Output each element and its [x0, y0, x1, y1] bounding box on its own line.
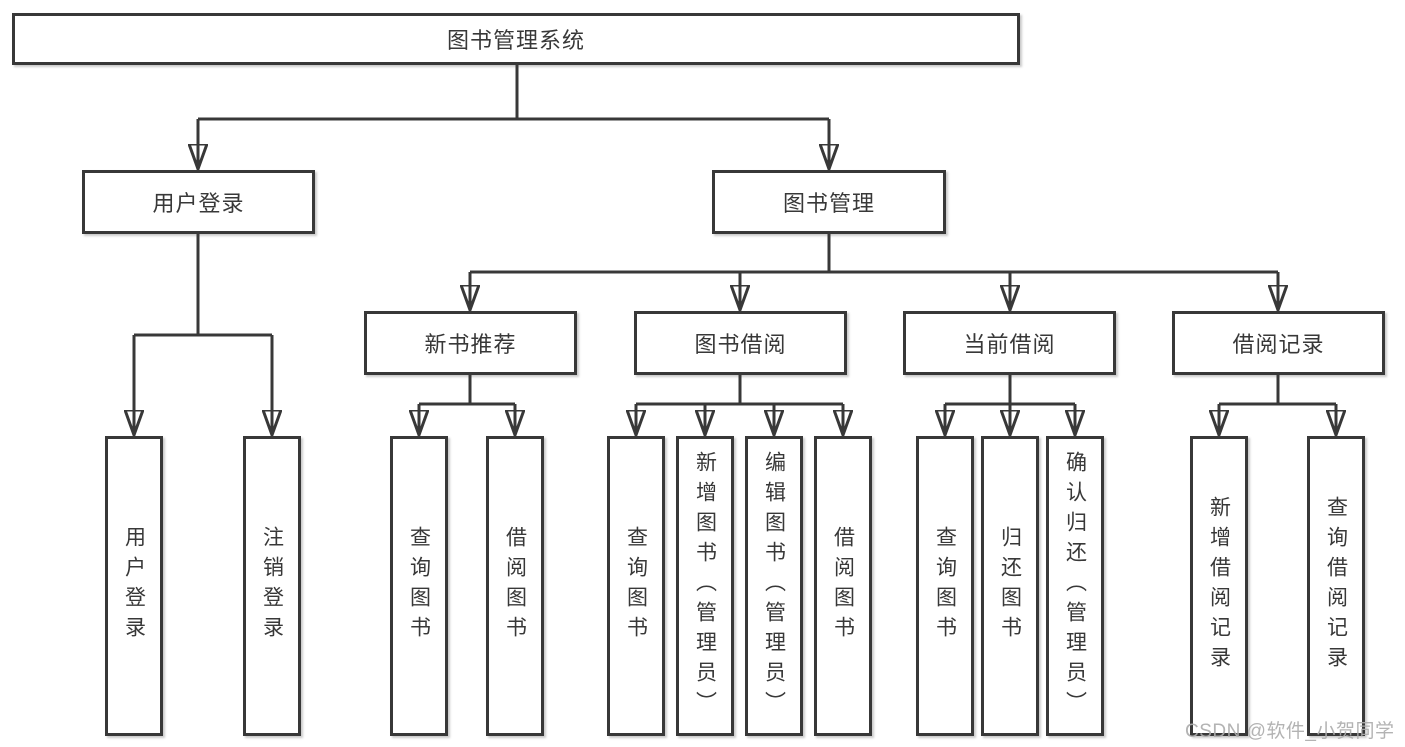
- node-label: 借阅记录: [1232, 332, 1325, 357]
- node-current-borrowing: 当前借阅: [903, 311, 1116, 375]
- node-label: 新增借阅记录: [1207, 496, 1231, 676]
- node-label: 用户登录: [152, 191, 245, 216]
- leaf-current-return-book: 归还图书: [981, 436, 1039, 736]
- node-label: 新书推荐: [424, 332, 517, 357]
- connector-current-borrowing-to-children: [945, 375, 1075, 435]
- leaf-recommend-query-book: 查询图书: [390, 436, 448, 736]
- node-book-management: 图书管理: [712, 170, 946, 234]
- node-book-borrowing: 图书借阅: [634, 311, 847, 375]
- node-label: 查询图书: [933, 526, 957, 646]
- node-new-book-recommendation: 新书推荐: [364, 311, 577, 375]
- leaf-borrowing-edit-book-admin: 编辑图书（管理员）: [745, 436, 803, 736]
- node-label: 图书借阅: [694, 332, 787, 357]
- connector-borrowing-to-children: [636, 375, 843, 435]
- connector-book-management-to-children: [470, 234, 1278, 310]
- node-label: 借阅图书: [831, 526, 855, 646]
- node-label: 查询图书: [407, 526, 431, 646]
- leaf-records-query-record: 查询借阅记录: [1307, 436, 1365, 736]
- leaf-records-add-record: 新增借阅记录: [1190, 436, 1248, 736]
- leaf-borrowing-borrow-book: 借阅图书: [814, 436, 872, 736]
- node-label: 查询借阅记录: [1324, 496, 1348, 676]
- connector-recommendation-to-children: [419, 375, 515, 435]
- watermark-csdn: CSDN @软件_小贺同学: [1185, 721, 1395, 742]
- leaf-user-login: 用户登录: [105, 436, 163, 736]
- node-label: 图书管理: [782, 191, 875, 216]
- connector-user-login-to-children: [134, 234, 272, 435]
- connector-root-to-children: [198, 65, 829, 169]
- node-label: 图书管理系统: [446, 28, 585, 53]
- leaf-recommend-borrow-book: 借阅图书: [486, 436, 544, 736]
- leaf-borrowing-add-book-admin: 新增图书（管理员）: [676, 436, 734, 736]
- node-label: 新增图书（管理员）: [693, 451, 717, 721]
- leaf-current-confirm-return-admin: 确认归还（管理员）: [1046, 436, 1104, 736]
- node-label: 当前借阅: [963, 332, 1056, 357]
- node-label: 查询图书: [624, 526, 648, 646]
- leaf-borrowing-query-book: 查询图书: [607, 436, 665, 736]
- node-user-login: 用户登录: [82, 170, 315, 234]
- node-label: 确认归还（管理员）: [1063, 451, 1087, 721]
- node-label: 借阅图书: [503, 526, 527, 646]
- node-label: 注销登录: [260, 526, 284, 646]
- node-library-system: 图书管理系统: [12, 13, 1020, 65]
- node-label: 用户登录: [122, 526, 146, 646]
- node-borrowing-records: 借阅记录: [1172, 311, 1385, 375]
- leaf-logout: 注销登录: [243, 436, 301, 736]
- connector-records-to-children: [1219, 375, 1336, 435]
- node-label: 编辑图书（管理员）: [762, 451, 786, 721]
- node-label: 归还图书: [998, 526, 1022, 646]
- leaf-current-query-book: 查询图书: [916, 436, 974, 736]
